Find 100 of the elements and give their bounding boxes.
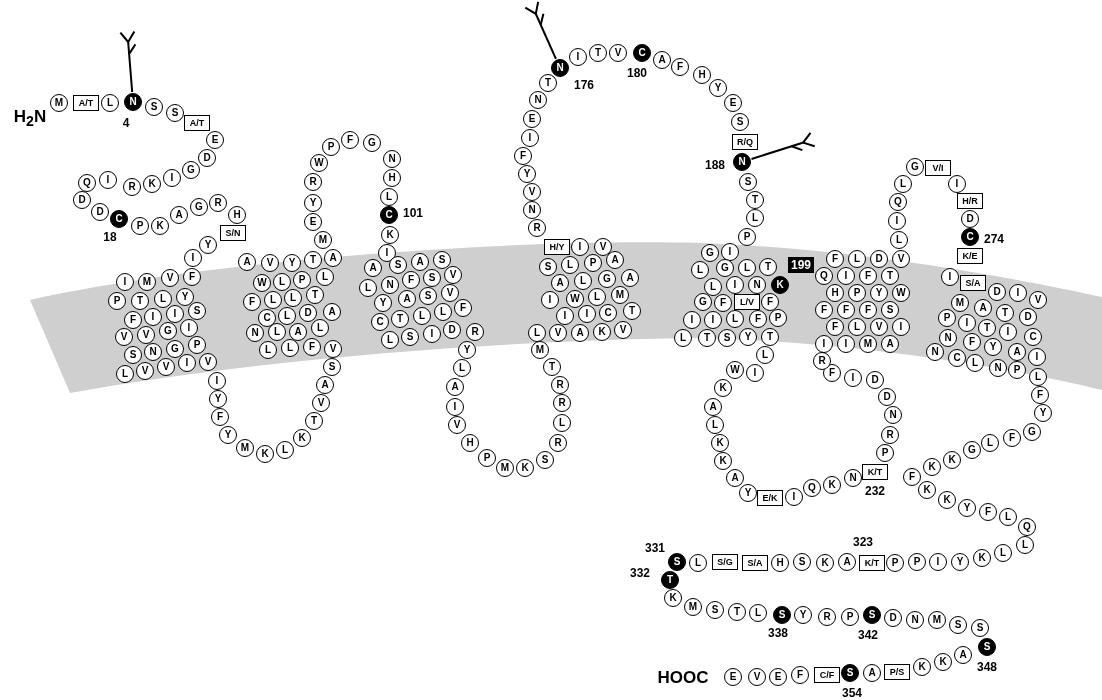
residue-number: 176 [574,79,594,91]
residue-circle: G [190,198,208,216]
residue-circle: V [748,668,766,686]
residue-circle: E [724,668,742,686]
marked-residue-circle: N [733,153,751,171]
residue-circle: A [863,664,881,682]
variant-residue-box: S/G [712,554,738,570]
residue-circle: T [543,358,561,376]
terminus-label: H$_{2}$N [13,107,47,129]
residue-circle: L [380,188,398,206]
marked-residue-circle: C [110,210,128,228]
residue-circle: R [528,219,546,237]
residue-circle: M [859,335,877,353]
residue-circle: V [892,250,910,268]
residue-circle: Y [209,390,227,408]
residue-circle: K [913,658,931,676]
residue-circle: S [706,601,724,619]
residue-circle: I [721,243,739,261]
residue-number: 180 [627,67,647,79]
residue-circle: D [866,371,884,389]
residue-number: 348 [977,661,997,673]
residue-circle: A [316,376,334,394]
residue-circle: R [881,426,899,444]
residue-circle: S [323,358,341,376]
variant-residue-box: H/Y [544,239,570,255]
residue-circle: F [1031,386,1049,404]
residue-circle: F [791,666,809,684]
residue-circle: I [888,212,906,230]
residue-circle: K [938,491,956,509]
residue-circle: H [461,434,479,452]
marked-residue-circle: S [978,638,996,656]
residue-circle: L [453,359,471,377]
residue-number: 232 [865,485,885,497]
residue-circle: N [383,150,401,168]
residue-circle: K [714,379,732,397]
residue-circle: I [378,244,396,262]
residue-circle: I [571,238,589,256]
residue-circle: I [521,129,539,147]
residue-circle: K [923,458,941,476]
residue-circle: I [815,335,833,353]
marked-residue-circle: C [633,44,651,62]
residue-number: 332 [630,567,650,579]
residue-circle: H [771,554,789,572]
variant-residue-box: S/A [960,275,986,291]
variant-residue-box: A/T [184,115,210,131]
residue-circle: Y [739,484,757,502]
residue-circle: K [918,481,936,499]
residue-circle: T [746,191,764,209]
residue-number: 323 [853,536,873,548]
residue-circle: I [785,488,803,506]
residue-circle: V [609,44,627,62]
residue-circle: I [746,364,764,382]
residue-circle: I [184,249,202,267]
residue-circle: F [211,408,229,426]
residue-circle: K [664,589,682,607]
residue-circle: Y [283,254,301,272]
residue-circle: I [446,398,464,416]
residue-circle: S [145,98,163,116]
residue-circle: N [529,91,547,109]
residue-circle: K [256,445,274,463]
residue-circle: V [312,394,330,412]
residue-circle: S [536,451,554,469]
residue-circle: I [837,335,855,353]
residue-circle: D [198,149,216,167]
residue-circle: L [746,209,764,227]
residue-circle: K [711,434,729,452]
residue-circle: A [838,553,856,571]
marked-residue-circle: N [124,93,142,111]
residue-circle: L [101,94,119,112]
residue-circle: H [228,206,246,224]
residue-circle: Y [709,79,727,97]
residue-circle: I [929,553,947,571]
residue-circle: P [738,228,756,246]
residue-circle: A [324,249,342,267]
residue-circle: N [523,201,541,219]
marked-residue-circle: S [668,553,686,571]
variant-residue-box: L/V [734,294,760,310]
residue-circle: Y [951,553,969,571]
marked-residue-circle: S [773,606,791,624]
marked-residue-circle: S [863,606,881,624]
residue-circle: K [714,452,732,470]
residue-circle: K [516,459,534,477]
residue-circle: L [999,508,1017,526]
residue-circle: I [163,169,181,187]
residue-circle: M [928,611,946,629]
marked-residue-circle: N [551,59,569,77]
variant-residue-box: E/K [757,490,783,506]
residue-circle: P [131,217,149,235]
residue-circle: P [876,444,894,462]
residue-circle: E [206,131,224,149]
residue-circle: Q [1018,518,1036,536]
residue-circle: Q [889,193,907,211]
residue-circle: R [209,194,227,212]
marked-residue-circle: S [841,664,859,682]
residue-circle: M [531,341,549,359]
residue-circle: L [756,346,774,364]
glycosylation-marker [750,131,816,160]
residue-circle: L [890,231,908,249]
residue-number: 342 [858,629,878,641]
residue-circle: F [671,58,689,76]
